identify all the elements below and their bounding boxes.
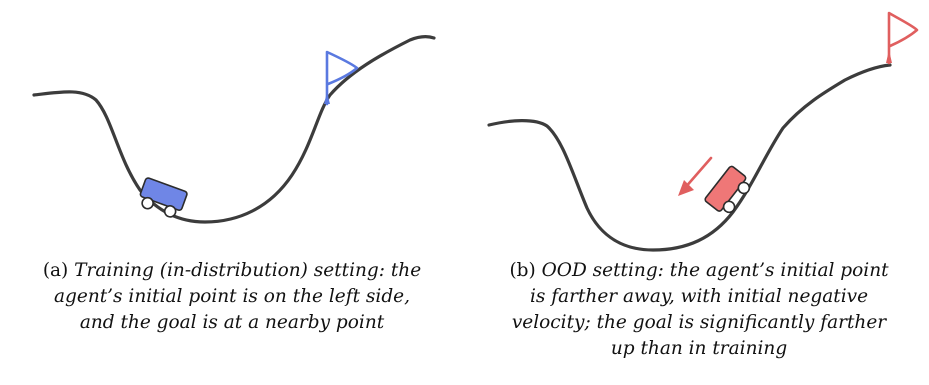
panel-b-scene (487, 11, 919, 252)
caption-line: up than in training (610, 338, 788, 359)
caption-label: (b) (509, 260, 536, 281)
caption-line: is farther away, with initial negative (529, 286, 869, 307)
caption-line: and the goal is at a nearby point (79, 312, 385, 333)
mountain-car-icon (704, 165, 751, 214)
caption-text: Training (in-distribution) setting: the (74, 260, 422, 281)
panel-a: (a) Training (in-distribution) setting: … (6, 35, 458, 336)
goal-flag-icon (886, 11, 919, 65)
valley-curve (32, 35, 436, 224)
velocity-arrow-icon (678, 156, 713, 196)
valley-curve (487, 63, 892, 252)
caption-b: (b) OOD setting: the agent’s initial poi… (471, 258, 927, 362)
caption-line: agent’s initial point is on the left sid… (54, 286, 410, 307)
caption-a: (a) Training (in-distribution) setting: … (6, 258, 458, 336)
panel-b: (b) OOD setting: the agent’s initial poi… (465, 0, 929, 385)
caption-line: (a) Training (in-distribution) setting: … (6, 258, 458, 284)
caption-label: (a) (42, 260, 69, 281)
caption-text: OOD setting: the agent’s initial point (541, 260, 889, 281)
mountain-car-icon (139, 177, 188, 218)
caption-line: velocity; the goal is significantly fart… (511, 312, 887, 333)
goal-flag-icon (324, 50, 359, 106)
panel-a-scene (32, 35, 436, 224)
caption-line: (b) OOD setting: the agent’s initial poi… (471, 258, 927, 284)
